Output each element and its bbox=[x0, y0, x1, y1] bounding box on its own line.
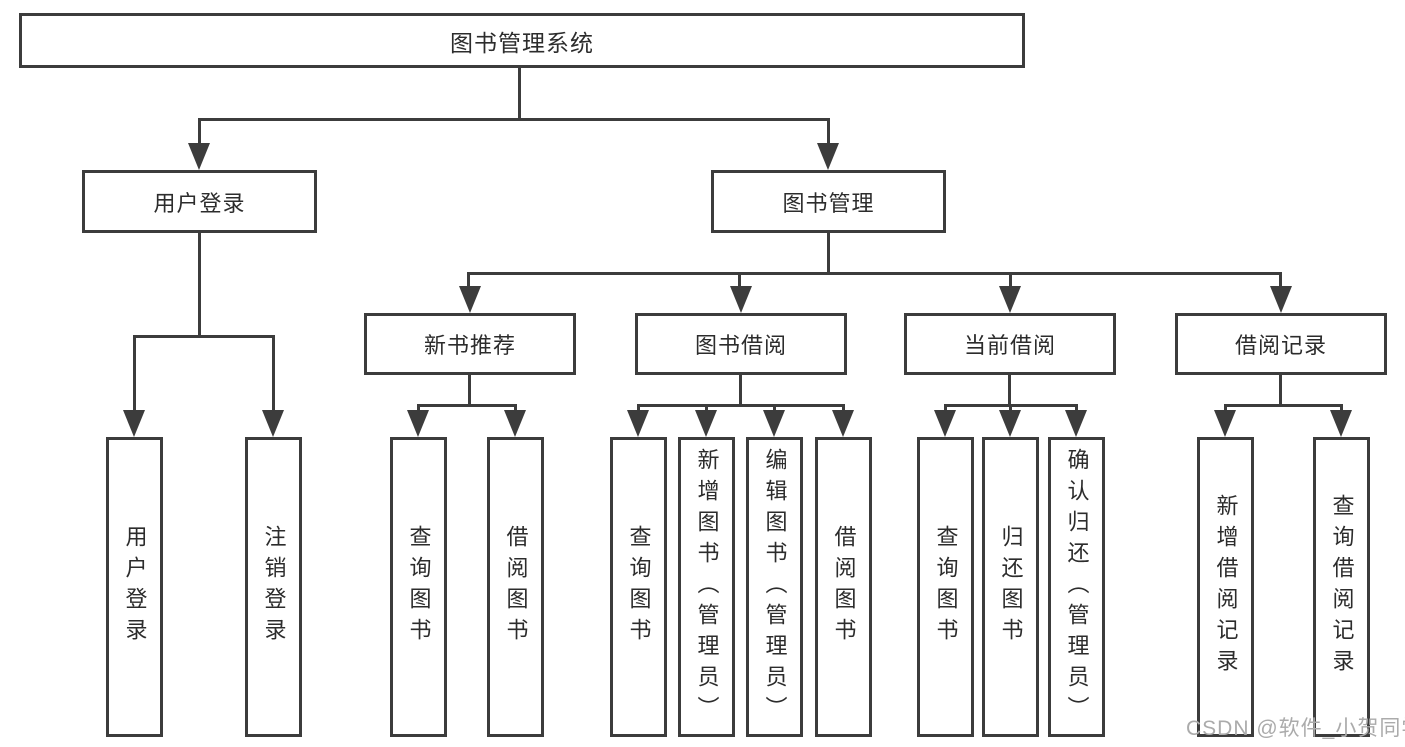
arrow-down-icon bbox=[123, 410, 145, 437]
arrow-down-icon bbox=[763, 410, 785, 437]
node-user-login: 用户登录 bbox=[82, 170, 317, 233]
leaf-return-books: 归还图书 bbox=[982, 437, 1039, 737]
node-new-book-recommend: 新书推荐 bbox=[364, 313, 576, 375]
arrow-down-icon bbox=[999, 286, 1021, 313]
leaf-user-login: 用户登录 bbox=[106, 437, 163, 737]
connector-book-mgmt-trunk bbox=[827, 233, 830, 275]
connector-group-trunk bbox=[468, 375, 471, 407]
node-book-borrowing: 图书借阅 bbox=[635, 313, 847, 375]
arrow-down-icon bbox=[730, 286, 752, 313]
arrow-down-icon bbox=[832, 410, 854, 437]
arrow-down-icon bbox=[262, 410, 284, 437]
connector-drop-logout bbox=[272, 335, 275, 415]
csdn-watermark: CSDN @软件_小贺同学 bbox=[1186, 717, 1405, 740]
connector-group-split bbox=[637, 404, 845, 407]
connector-drop-current-borrow bbox=[1009, 272, 1012, 290]
node-current-borrowing: 当前借阅 bbox=[904, 313, 1116, 375]
arrow-down-icon bbox=[627, 410, 649, 437]
arrow-down-icon bbox=[999, 410, 1021, 437]
leaf-query-books-current: 查询图书 bbox=[917, 437, 974, 737]
leaf-add-books-admin: 新增图书（管理员） bbox=[678, 437, 735, 737]
connector-group-split bbox=[1224, 404, 1342, 407]
connector-drop-new-books bbox=[467, 272, 470, 290]
connector-drop-borrow-records bbox=[1279, 272, 1282, 290]
node-book-management: 图书管理 bbox=[711, 170, 946, 233]
arrow-down-icon bbox=[1214, 410, 1236, 437]
arrow-down-icon bbox=[1065, 410, 1087, 437]
arrow-down-icon bbox=[817, 143, 839, 170]
leaf-confirm-return-admin: 确认归还（管理员） bbox=[1048, 437, 1105, 737]
connector-root-split bbox=[198, 118, 830, 121]
arrow-down-icon bbox=[1330, 410, 1352, 437]
leaf-query-books-borrow: 查询图书 bbox=[610, 437, 667, 737]
leaf-borrow-books-recommend: 借阅图书 bbox=[487, 437, 544, 737]
connector-book-mgmt-split bbox=[467, 272, 1281, 275]
leaf-edit-books-admin: 编辑图书（管理员） bbox=[746, 437, 803, 737]
connector-group-trunk bbox=[1279, 375, 1282, 407]
connector-user-login-split bbox=[133, 335, 275, 338]
connector-drop-book-borrow bbox=[738, 272, 741, 290]
leaf-query-books-recommend: 查询图书 bbox=[390, 437, 447, 737]
leaf-borrow-books: 借阅图书 bbox=[815, 437, 872, 737]
arrow-down-icon bbox=[504, 410, 526, 437]
connector-drop-user-login bbox=[198, 118, 201, 148]
connector-group-split bbox=[417, 404, 517, 407]
node-root-system: 图书管理系统 bbox=[19, 13, 1025, 68]
arrow-down-icon bbox=[188, 143, 210, 170]
connector-user-login-trunk bbox=[198, 233, 201, 337]
connector-root-trunk bbox=[518, 68, 521, 121]
connector-drop-login bbox=[133, 335, 136, 415]
arrow-down-icon bbox=[934, 410, 956, 437]
arrow-down-icon bbox=[459, 286, 481, 313]
arrow-down-icon bbox=[1270, 286, 1292, 313]
connector-group-trunk bbox=[739, 375, 742, 407]
arrow-down-icon bbox=[695, 410, 717, 437]
node-borrowing-records: 借阅记录 bbox=[1175, 313, 1387, 375]
connector-group-trunk bbox=[1008, 375, 1011, 407]
arrow-down-icon bbox=[407, 410, 429, 437]
leaf-add-borrow-record: 新增借阅记录 bbox=[1197, 437, 1254, 737]
connector-drop-book-mgmt bbox=[827, 118, 830, 148]
leaf-logout: 注销登录 bbox=[245, 437, 302, 737]
leaf-query-borrow-record: 查询借阅记录 bbox=[1313, 437, 1370, 737]
